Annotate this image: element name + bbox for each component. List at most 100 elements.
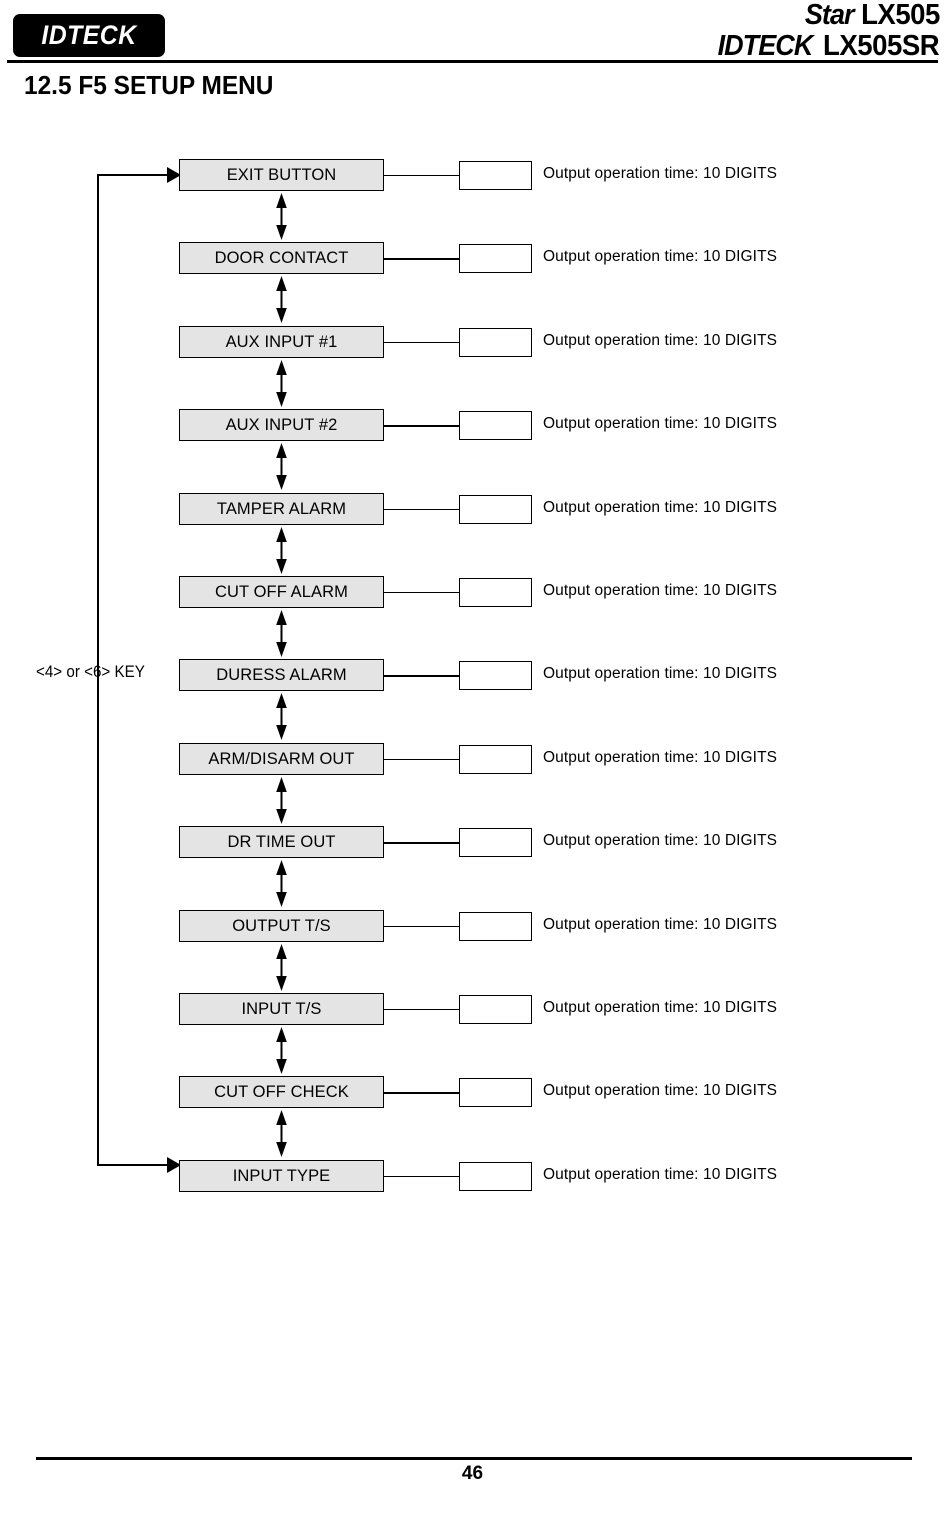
value-connector-line: [384, 1092, 460, 1094]
model-line-idteck: IDTECK LX505SR: [714, 32, 942, 61]
bidirectional-arrow-icon: [274, 359, 289, 408]
loop-arrowhead-top: [167, 167, 181, 183]
menu-item-box[interactable]: TAMPER ALARM: [179, 492, 384, 525]
menu-item-box[interactable]: EXIT BUTTON: [179, 159, 384, 191]
page-footer: 46: [0, 1447, 945, 1517]
value-entry-box[interactable]: [459, 995, 532, 1024]
loop-arrowhead-bottom: [167, 1157, 181, 1173]
menu-row: DOOR CONTACT Output operation time: 10 DI…: [0, 242, 945, 276]
bidirectional-arrow-icon: [274, 1109, 289, 1158]
value-entry-box[interactable]: [459, 1161, 532, 1191]
menu-row: INPUT TYPE Output operation time: 10 DIGI…: [0, 1159, 945, 1194]
loop-line-top: [97, 174, 169, 177]
menu-item-box[interactable]: DOOR CONTACT: [179, 242, 384, 275]
bidirectional-arrow-icon: [274, 275, 289, 324]
idteck-logo: IDTECK: [13, 14, 165, 57]
value-description-label: Output operation time: 10 DIGITS: [543, 415, 778, 433]
menu-row: AUX INPUT #2 Output operation time: 10 DI…: [0, 409, 945, 443]
bidirectional-arrow-icon: [274, 192, 289, 241]
value-connector-line: [384, 758, 460, 761]
bidirectional-arrow-icon: [274, 776, 289, 825]
menu-item-box[interactable]: AUX INPUT #1: [179, 325, 384, 358]
value-entry-box[interactable]: [459, 828, 532, 858]
value-description-label: Output operation time: 10 DIGITS: [543, 999, 778, 1016]
f5-setup-menu-flowchart: <4> or <6> KEY EXIT BUTTON Output operati…: [0, 150, 945, 1194]
value-description-label: Output operation time: 10 DIGITS: [543, 165, 778, 182]
footer-divider: [36, 1457, 912, 1460]
page-number: 46: [461, 1463, 484, 1484]
value-connector-line: [384, 425, 460, 427]
menu-item-box[interactable]: CUT OFF ALARM: [179, 576, 384, 608]
menu-loop-path: [90, 150, 200, 1190]
value-description-label: Output operation time: 10 DIGITS: [543, 748, 778, 766]
page-title: 12.5 F5 SETUP MENU: [24, 70, 274, 100]
bidirectional-arrow-icon: [274, 442, 289, 491]
value-description-label: Output operation time: 10 DIGITS: [543, 331, 778, 349]
loop-line-vertical: [97, 175, 100, 1166]
value-description-label: Output operation time: 10 DIGITS: [543, 832, 778, 850]
value-connector-line: [384, 842, 460, 844]
menu-row: CUT OFF CHECK Output operation time: 10 D…: [0, 1076, 945, 1110]
menu-row: DR TIME OUT Output operation time: 10 DIG…: [0, 826, 945, 860]
value-entry-box[interactable]: [459, 578, 532, 607]
model-name-lx505: LX505: [861, 0, 940, 31]
menu-item-box[interactable]: DURESS ALARM: [179, 659, 384, 692]
value-description-label: Output operation time: 10 DIGITS: [543, 1165, 778, 1183]
value-entry-box[interactable]: [459, 244, 532, 274]
value-description-label: Output operation time: 10 DIGITS: [543, 1082, 778, 1100]
value-connector-line: [384, 508, 460, 510]
menu-row: INPUT T/S Output operation time: 10 DIGIT…: [0, 993, 945, 1027]
menu-item-box[interactable]: INPUT TYPE: [179, 1159, 384, 1192]
idteck-logo-text: IDTECK: [41, 20, 137, 50]
value-connector-line: [384, 175, 460, 177]
loop-line-bottom: [97, 1164, 169, 1167]
menu-row: ARM/DISARM OUT Output operation time: 10 …: [0, 742, 945, 777]
value-connector-line: [384, 341, 460, 344]
menu-item-box[interactable]: INPUT T/S: [179, 993, 384, 1025]
navigation-key-label: <4> or <6> KEY: [36, 663, 145, 681]
menu-item-box[interactable]: CUT OFF CHECK: [179, 1076, 384, 1109]
menu-row: DURESS ALARM Output operation time: 10 DI…: [0, 659, 945, 693]
header-divider: [7, 60, 938, 63]
model-name-lx505sr: LX505SR: [822, 30, 940, 62]
value-description-label: Output operation time: 10 DIGITS: [543, 665, 778, 683]
value-description-label: Output operation time: 10 DIGITS: [543, 915, 778, 933]
bidirectional-arrow-icon: [274, 692, 289, 741]
value-connector-line: [384, 1175, 460, 1178]
model-brand-star: Star: [804, 0, 854, 31]
model-brand-idteck: IDTECK: [717, 30, 813, 62]
menu-item-box[interactable]: OUTPUT T/S: [179, 909, 384, 942]
menu-row: CUT OFF ALARM Output operation time: 10 D…: [0, 576, 945, 610]
value-entry-box[interactable]: [459, 911, 532, 941]
menu-row: EXIT BUTTON Output operation time: 10 DIG…: [0, 159, 945, 193]
value-entry-box[interactable]: [459, 661, 532, 691]
value-connector-line: [384, 925, 460, 927]
menu-item-box[interactable]: AUX INPUT #2: [179, 409, 384, 442]
value-description-label: Output operation time: 10 DIGITS: [543, 248, 778, 266]
value-connector-line: [384, 592, 460, 594]
value-entry-box[interactable]: [459, 161, 532, 190]
bidirectional-arrow-icon: [274, 859, 289, 908]
value-connector-line: [384, 1009, 460, 1011]
bidirectional-arrow-icon: [274, 943, 289, 992]
menu-item-box[interactable]: DR TIME OUT: [179, 826, 384, 859]
value-connector-line: [384, 675, 460, 677]
value-description-label: Output operation time: 10 DIGITS: [543, 582, 778, 599]
bidirectional-arrow-icon: [274, 1026, 289, 1075]
value-connector-line: [384, 258, 460, 260]
value-entry-box[interactable]: [459, 744, 532, 774]
value-description-label: Output operation time: 10 DIGITS: [543, 498, 778, 516]
menu-row: AUX INPUT #1 Output operation time: 10 DI…: [0, 325, 945, 360]
menu-item-box[interactable]: ARM/DISARM OUT: [179, 742, 384, 775]
menu-row: OUTPUT T/S Output operation time: 10 DIGI…: [0, 909, 945, 944]
value-entry-box[interactable]: [459, 494, 532, 524]
menu-row: TAMPER ALARM Output operation time: 10 DI…: [0, 492, 945, 527]
bidirectional-arrow-icon: [274, 526, 289, 575]
value-entry-box[interactable]: [459, 1078, 532, 1108]
value-entry-box[interactable]: [459, 411, 532, 441]
value-entry-box[interactable]: [459, 327, 532, 357]
bidirectional-arrow-icon: [274, 609, 289, 658]
